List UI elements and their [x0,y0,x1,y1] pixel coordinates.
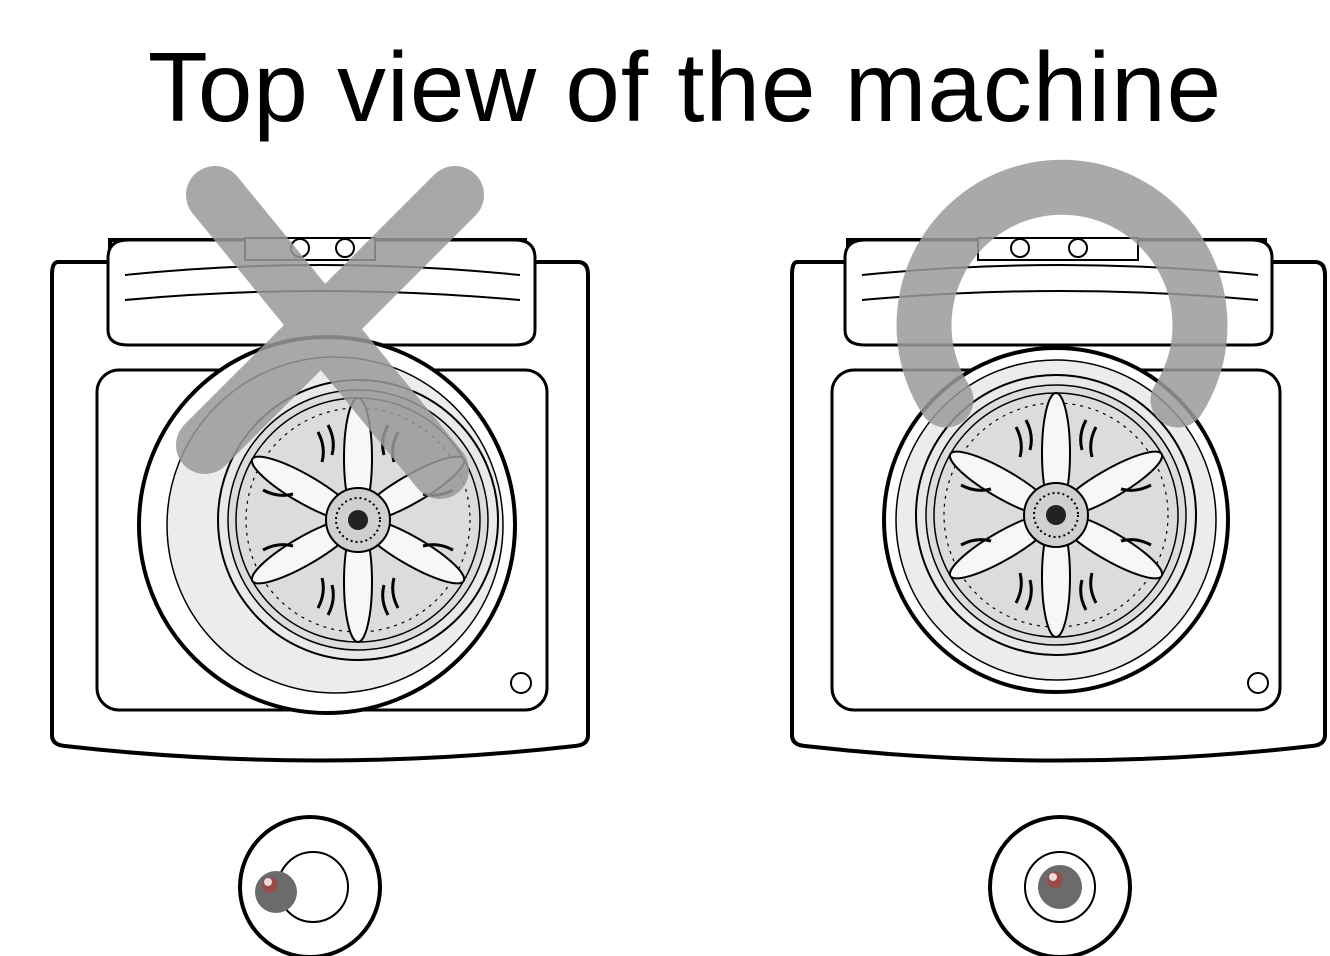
level-bubble-icon [255,871,297,913]
drain-hole-left [511,673,531,693]
drain-hole-right [1248,673,1268,693]
washer-right [792,238,1325,761]
level-indicator-left [240,817,380,956]
level-bubble-icon [1038,865,1082,909]
level-indicator-right [990,817,1130,956]
